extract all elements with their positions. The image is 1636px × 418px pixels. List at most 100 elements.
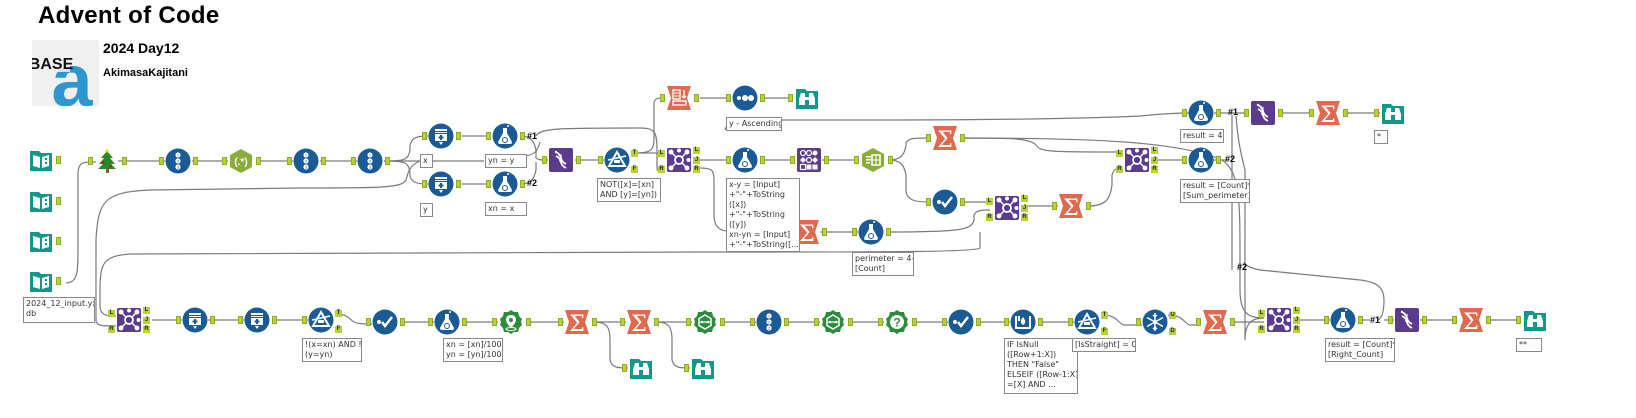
input-anchor[interactable] bbox=[622, 364, 627, 372]
input-anchor[interactable] bbox=[238, 316, 243, 324]
output-anchor[interactable] bbox=[694, 94, 699, 102]
output-anchor-right[interactable]: R bbox=[143, 325, 150, 333]
output-anchor[interactable] bbox=[960, 198, 965, 206]
tool-generate-rows[interactable] bbox=[244, 307, 270, 333]
tool-join[interactable] bbox=[994, 195, 1020, 221]
output-anchor-right[interactable]: R bbox=[1021, 213, 1028, 221]
output-anchor[interactable] bbox=[456, 132, 461, 140]
tool-browse[interactable] bbox=[1380, 100, 1406, 126]
output-anchor[interactable] bbox=[784, 318, 789, 326]
input-anchor[interactable] bbox=[1374, 109, 1379, 117]
output-anchor[interactable] bbox=[122, 157, 127, 165]
output-anchor[interactable] bbox=[822, 228, 827, 236]
tool-browse[interactable] bbox=[1522, 307, 1548, 333]
input-anchor[interactable] bbox=[422, 180, 427, 188]
input-anchor[interactable] bbox=[486, 180, 491, 188]
output-anchor[interactable] bbox=[1038, 318, 1043, 326]
output-anchor[interactable] bbox=[520, 132, 525, 140]
input-anchor[interactable] bbox=[750, 318, 755, 326]
output-anchor[interactable] bbox=[462, 318, 467, 326]
tool-unique[interactable] bbox=[372, 309, 398, 335]
tool-sort[interactable] bbox=[666, 85, 692, 111]
input-anchor-left[interactable]: L bbox=[108, 310, 115, 317]
tool-join[interactable] bbox=[1124, 147, 1150, 173]
input-anchor[interactable] bbox=[660, 94, 665, 102]
output-anchor-right[interactable]: R bbox=[693, 165, 700, 173]
tool-generate-rows[interactable] bbox=[428, 171, 454, 197]
input-anchor[interactable] bbox=[852, 228, 857, 236]
input-anchor-right[interactable]: R bbox=[1116, 165, 1123, 173]
tool-spatial-process[interactable] bbox=[820, 309, 846, 335]
input-anchor[interactable] bbox=[159, 157, 164, 165]
input-anchor[interactable] bbox=[176, 316, 181, 324]
output-anchor[interactable] bbox=[385, 157, 390, 165]
tool-browse[interactable] bbox=[794, 85, 820, 111]
tool-browse[interactable] bbox=[690, 355, 716, 381]
tool-formula[interactable] bbox=[858, 219, 884, 245]
tool-join[interactable] bbox=[666, 147, 692, 173]
output-anchor-left[interactable]: L bbox=[693, 147, 700, 155]
input-anchor[interactable] bbox=[726, 156, 731, 164]
tool-spatial-process[interactable] bbox=[692, 309, 718, 335]
tool-summarize[interactable]: Σ bbox=[1058, 193, 1084, 219]
input-anchor[interactable] bbox=[1324, 316, 1329, 324]
tool-summarize[interactable]: Σ bbox=[1458, 307, 1484, 333]
input-anchor[interactable] bbox=[686, 318, 691, 326]
output-anchor-join[interactable]: J bbox=[1021, 204, 1028, 212]
tool-union[interactable] bbox=[548, 147, 574, 173]
output-anchor-join[interactable]: J bbox=[143, 316, 150, 324]
tool-formula[interactable] bbox=[434, 309, 460, 335]
tool-formula[interactable] bbox=[732, 147, 758, 173]
input-anchor[interactable] bbox=[1516, 316, 1521, 324]
input-anchor-right[interactable]: R bbox=[108, 325, 115, 333]
output-anchor[interactable] bbox=[848, 318, 853, 326]
input-anchor[interactable] bbox=[788, 94, 793, 102]
input-anchor[interactable] bbox=[88, 157, 93, 165]
input-anchor[interactable] bbox=[854, 156, 859, 164]
tool-formula[interactable] bbox=[492, 123, 518, 149]
output-anchor-join[interactable]: J bbox=[1151, 156, 1158, 164]
tool-browse[interactable] bbox=[628, 355, 654, 381]
output-anchor[interactable] bbox=[912, 318, 917, 326]
input-anchor[interactable] bbox=[302, 316, 307, 324]
output-anchor[interactable] bbox=[824, 156, 829, 164]
output-anchor-false[interactable]: F bbox=[631, 165, 638, 173]
input-anchor-left[interactable]: L bbox=[1116, 150, 1123, 157]
tool-formula[interactable] bbox=[1188, 100, 1214, 126]
tool-summarize[interactable]: Σ bbox=[1202, 309, 1228, 335]
output-anchor[interactable] bbox=[456, 180, 461, 188]
output-anchor[interactable] bbox=[520, 180, 525, 188]
output-anchor[interactable] bbox=[760, 94, 765, 102]
output-anchor[interactable] bbox=[1216, 109, 1221, 117]
input-anchor[interactable] bbox=[1182, 156, 1187, 164]
tool-summarize[interactable]: Σ bbox=[1315, 100, 1341, 126]
input-anchor[interactable] bbox=[492, 318, 497, 326]
output-anchor[interactable] bbox=[272, 316, 277, 324]
output-anchor[interactable] bbox=[1216, 156, 1221, 164]
output-anchor[interactable] bbox=[193, 157, 198, 165]
output-anchor[interactable] bbox=[1358, 316, 1363, 324]
tool-input[interactable] bbox=[28, 268, 54, 294]
input-anchor[interactable] bbox=[684, 364, 689, 372]
input-anchor[interactable] bbox=[814, 318, 819, 326]
input-anchor[interactable] bbox=[366, 318, 371, 326]
output-anchor-true[interactable]: T bbox=[335, 310, 342, 317]
tool-input[interactable] bbox=[28, 188, 54, 214]
tool-generate-rows[interactable] bbox=[182, 307, 208, 333]
tool-detour[interactable] bbox=[1142, 309, 1168, 335]
tool-formula[interactable] bbox=[492, 171, 518, 197]
output-anchor-true[interactable]: T bbox=[631, 150, 638, 157]
input-anchor[interactable] bbox=[1004, 318, 1009, 326]
tool-multi-row-formula[interactable] bbox=[1010, 309, 1036, 335]
output-anchor[interactable] bbox=[576, 156, 581, 164]
input-anchor[interactable] bbox=[558, 318, 563, 326]
tool-input[interactable] bbox=[28, 228, 54, 254]
output-anchor[interactable] bbox=[321, 157, 326, 165]
output-anchor-right[interactable]: R bbox=[1293, 325, 1300, 333]
input-anchor[interactable] bbox=[1136, 318, 1141, 326]
output-anchor-left[interactable]: L bbox=[143, 307, 150, 315]
output-anchor[interactable] bbox=[526, 318, 531, 326]
output-anchor[interactable] bbox=[1278, 109, 1283, 117]
